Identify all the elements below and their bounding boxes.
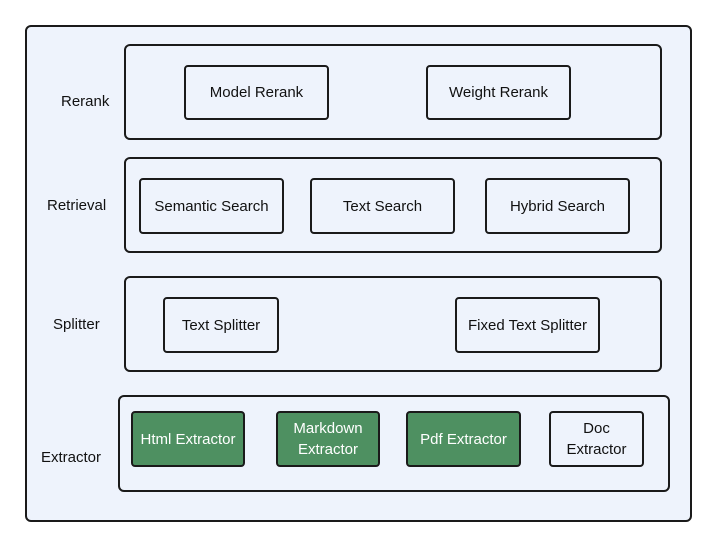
component-pdf-extractor: Pdf Extractor — [406, 411, 521, 467]
component-html-extractor: Html Extractor — [131, 411, 245, 467]
layer-label-splitter: Splitter — [53, 316, 100, 333]
component-markdown-extractor: Markdown Extractor — [276, 411, 380, 467]
component-semantic-search: Semantic Search — [139, 178, 284, 234]
component-fixed-text-splitter: Fixed Text Splitter — [455, 297, 600, 353]
component-weight-rerank: Weight Rerank — [426, 65, 571, 120]
component-text-splitter: Text Splitter — [163, 297, 279, 353]
layer-label-retrieval: Retrieval — [47, 197, 107, 214]
layer-label-rerank: Rerank — [61, 93, 110, 110]
component-text-search: Text Search — [310, 178, 455, 234]
layer-label-extractor: Extractor — [41, 449, 102, 466]
component-model-rerank: Model Rerank — [184, 65, 329, 120]
component-doc-extractor: Doc Extractor — [549, 411, 644, 467]
component-hybrid-search: Hybrid Search — [485, 178, 630, 234]
